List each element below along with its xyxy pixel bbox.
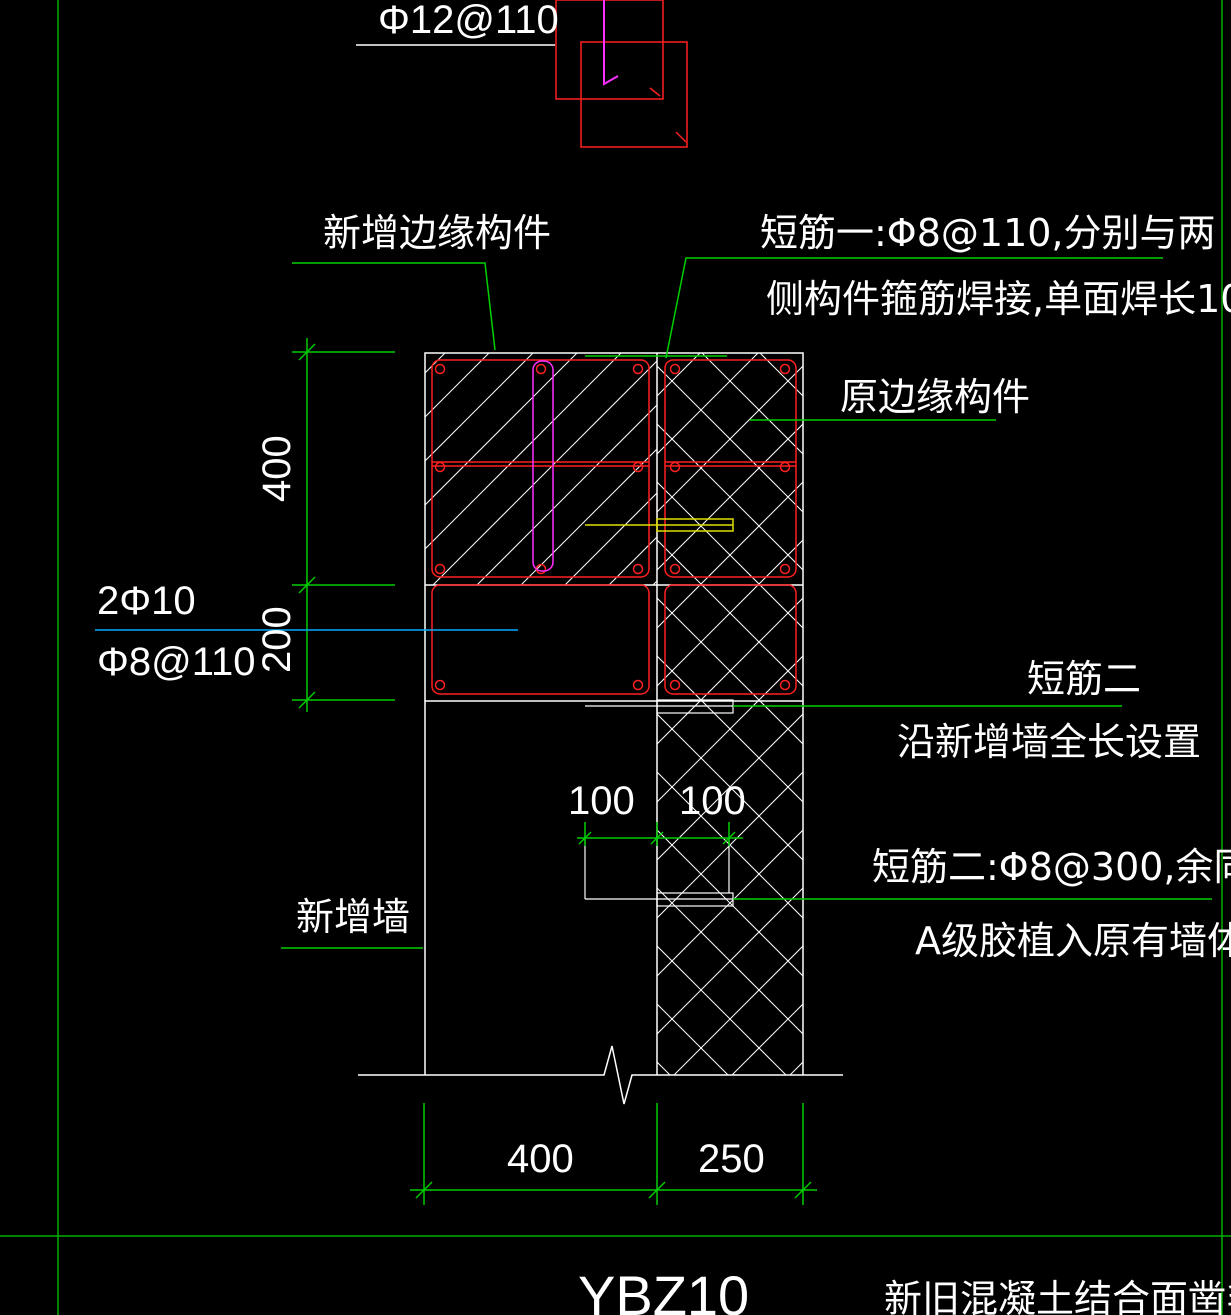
new-edge-member-label: 新增边缘构件 <box>323 211 551 255</box>
rebar-dot <box>669 461 681 473</box>
rebar-dot <box>535 363 547 375</box>
title-block: YBZ10 新旧混凝土结合面凿毛处理 <box>578 1264 1231 1315</box>
short-bars <box>585 518 734 532</box>
hatch-line <box>657 423 803 571</box>
rebar-dot <box>535 563 547 575</box>
hatch-line <box>425 353 490 418</box>
dim-width-orig: 250 <box>698 1137 765 1181</box>
upper-detail: Φ12@110 <box>356 0 688 148</box>
leader-lines <box>281 257 1212 949</box>
hatch-line <box>1191 320 1231 1080</box>
hatch-line <box>657 365 803 513</box>
dim-anchor-right: 100 <box>679 779 746 823</box>
hatch-line <box>608 536 657 585</box>
rebar-dot <box>434 679 446 691</box>
rebar-dot <box>779 363 791 375</box>
hatch-line <box>564 492 657 585</box>
hatch-line <box>785 320 1231 1080</box>
hatch-line <box>425 353 446 374</box>
hatch-line <box>1191 320 1231 1080</box>
rebar-dot <box>779 563 791 575</box>
rebar-dot <box>779 679 791 691</box>
hatch-line <box>657 597 803 745</box>
rebar-dot <box>669 363 681 375</box>
short-bar-2-spec-label: 短筋二:Φ8@300,余同 <box>872 845 1231 889</box>
short-bar-1-line1-label: 短筋一:Φ8@110,分别与两 <box>760 211 1216 255</box>
rebar-dot <box>632 363 644 375</box>
detail-note: 新旧混凝土结合面凿毛处理 <box>884 1277 1231 1315</box>
stirrups <box>431 359 797 695</box>
dim-height-upper: 400 <box>255 435 299 502</box>
full-length-label: 沿新增墙全长设置 <box>897 720 1201 764</box>
dimension-lines <box>292 338 817 1205</box>
hatch-line <box>657 887 803 1035</box>
hatch-line <box>125 345 365 585</box>
hatch-line <box>425 353 534 462</box>
top-rebar-label: Φ12@110 <box>378 0 559 42</box>
hatch-line <box>657 365 803 513</box>
hatch-line <box>657 423 803 571</box>
dim-height-lower: 200 <box>255 606 299 673</box>
rebar-dot <box>669 563 681 575</box>
rebar-dot <box>434 461 446 473</box>
hatch-line <box>476 404 657 585</box>
stirrups-label: Φ8@110 <box>97 640 256 684</box>
rebar-dot <box>434 363 446 375</box>
short-bars-2 <box>584 699 734 907</box>
new-member-hatch <box>125 345 657 585</box>
hatch-line <box>657 829 803 977</box>
new-wall-label: 新增墙 <box>296 895 410 939</box>
hatch-line <box>425 353 622 550</box>
rebar-dot <box>632 563 644 575</box>
hatch-line <box>657 887 803 1035</box>
rebar-dot <box>632 461 644 473</box>
short-bar-1-line2-label: 侧构件箍筋焊接,单面焊长100 <box>766 277 1231 321</box>
rebar-dot <box>632 679 644 691</box>
long-bars-label: 2Φ10 <box>97 579 196 623</box>
dim-anchor-left: 100 <box>568 779 635 823</box>
rebar-dot <box>779 461 791 473</box>
detail-code: YBZ10 <box>578 1264 749 1315</box>
tie-bar <box>532 360 554 572</box>
grade-a-glue-label: A级胶植入原有墙体 <box>915 919 1231 963</box>
hatch-line <box>789 1061 803 1075</box>
annotations: 新增边缘构件 短筋一:Φ8@110,分别与两 侧构件箍筋焊接,单面焊长100 原… <box>97 211 1231 963</box>
hatch-line <box>701 353 803 455</box>
longitudinal-bars <box>434 363 791 691</box>
hatch-line <box>673 945 803 1075</box>
rebar-dot <box>669 679 681 691</box>
hatch-line <box>425 353 578 506</box>
orig-edge-member-label: 原边缘构件 <box>840 375 1030 419</box>
short-bar-2-label: 短筋二 <box>1027 657 1141 701</box>
hatch-line <box>657 945 787 1075</box>
hatch-line <box>1133 320 1231 1080</box>
hatch-line <box>657 829 803 977</box>
rebar-dot <box>434 563 446 575</box>
hatch-line <box>520 448 657 585</box>
dimension-texts: 400 200 100 100 400 250 <box>255 435 765 1181</box>
dim-width-new: 400 <box>507 1137 574 1181</box>
hatch-line <box>1133 320 1231 1080</box>
